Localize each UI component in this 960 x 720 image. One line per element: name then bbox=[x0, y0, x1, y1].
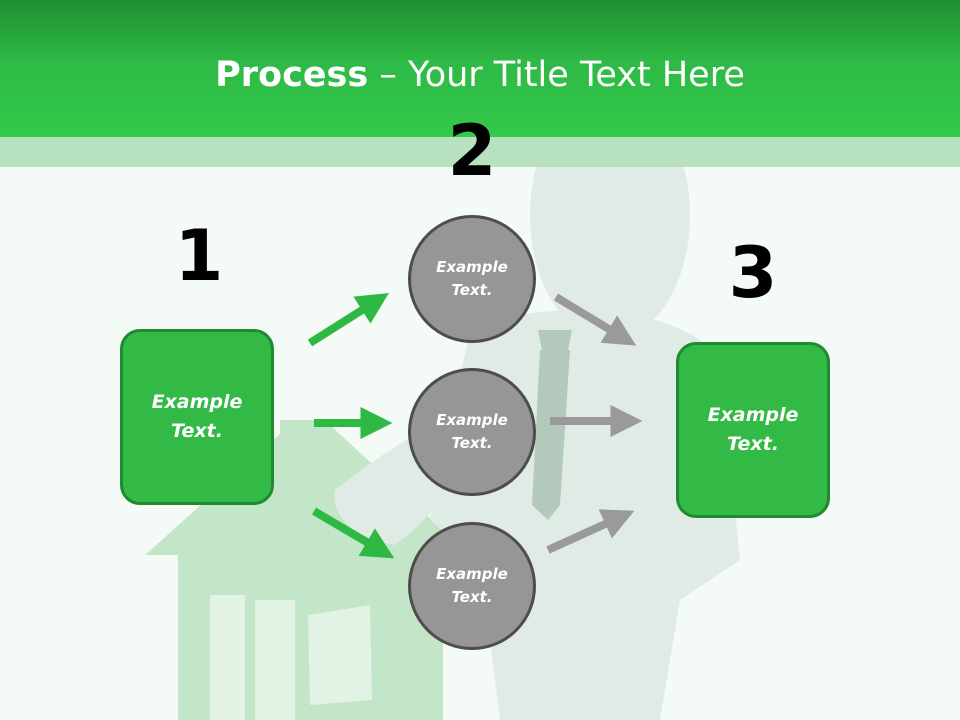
slide-title: Process – Your Title Text Here bbox=[0, 52, 960, 98]
step-1-text: Example Text. bbox=[151, 391, 243, 442]
step-1-box: Example Text. bbox=[120, 329, 274, 505]
arrow-green-up bbox=[307, 293, 389, 347]
title-bar-band bbox=[0, 137, 960, 167]
step-2-circle-top-text: Example Text. bbox=[436, 258, 508, 299]
title-rest-part: – Your Title Text Here bbox=[368, 55, 745, 95]
title-bar bbox=[0, 0, 960, 137]
step-2-circle-middle-text: Example Text. bbox=[436, 411, 508, 452]
step-2-circle-bottom-text: Example Text. bbox=[436, 565, 508, 606]
title-bold-part: Process bbox=[215, 55, 369, 95]
step-2-circle-top: Example Text. bbox=[408, 215, 536, 343]
step-number-2: 2 bbox=[447, 110, 497, 192]
step-2-circle-middle: Example Text. bbox=[408, 368, 536, 496]
arrow-green-down bbox=[311, 507, 395, 559]
figure-tie bbox=[532, 330, 572, 520]
step-2-circle-bottom: Example Text. bbox=[408, 522, 536, 650]
step-3-box: Example Text. bbox=[676, 342, 830, 518]
step-3-text: Example Text. bbox=[707, 404, 799, 455]
step-number-3: 3 bbox=[728, 232, 778, 314]
step-number-1: 1 bbox=[174, 215, 224, 297]
arrow-gray-down bbox=[553, 293, 637, 346]
arrow-gray-up bbox=[546, 509, 635, 554]
house-windows bbox=[210, 595, 372, 720]
